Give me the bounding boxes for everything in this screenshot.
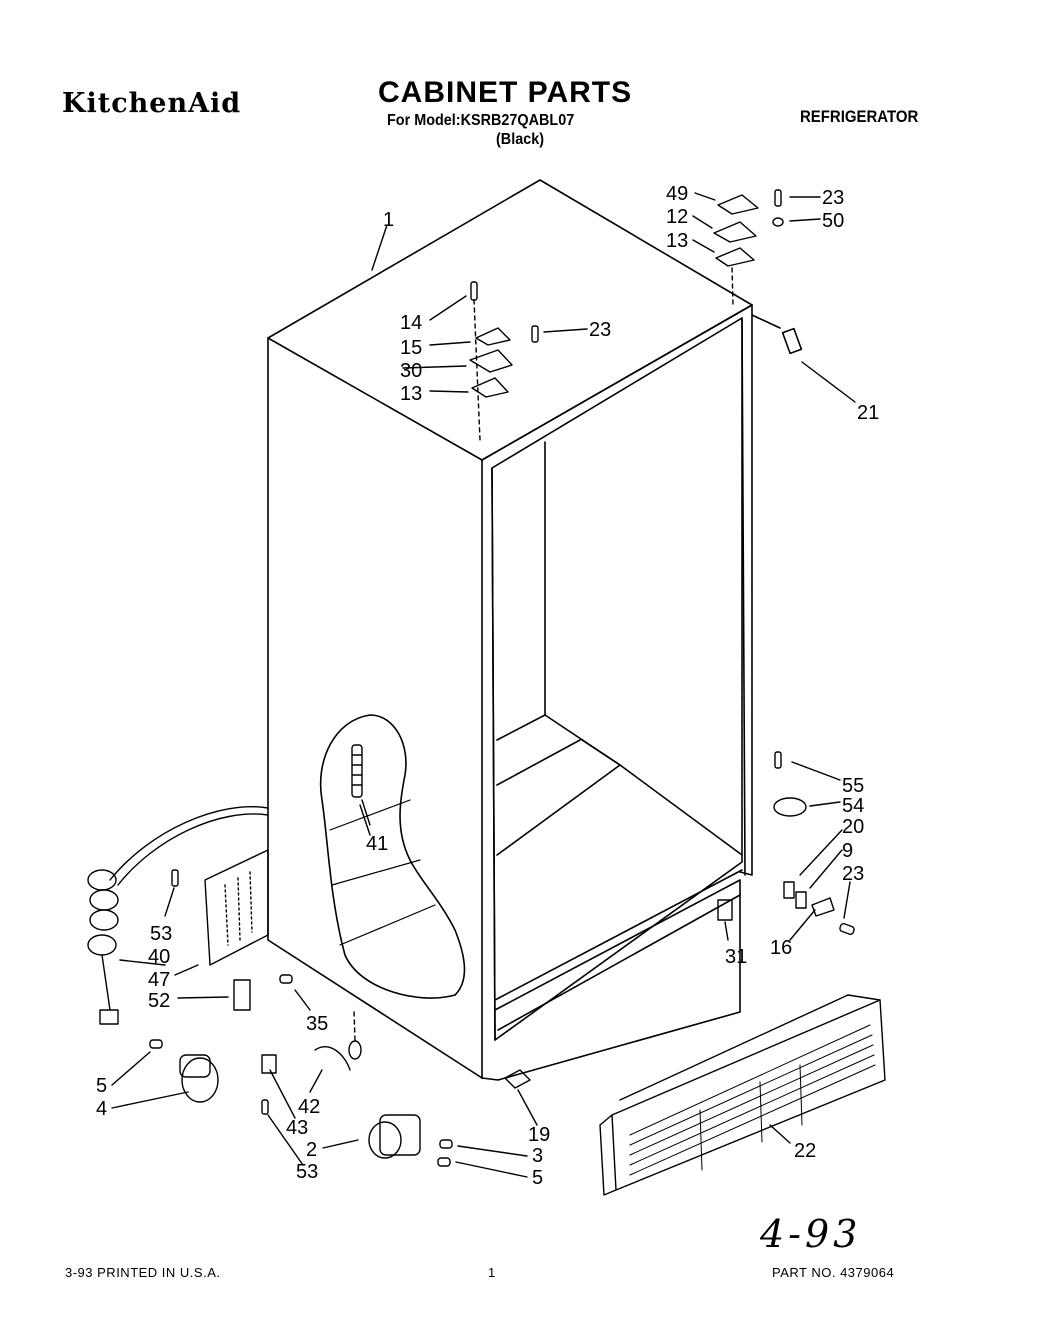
callout-9: 9 [842,840,853,862]
callout-14: 14 [400,312,422,334]
model-line: For Model:KSRB27QABL07 [387,112,575,129]
compressor-mount-left [149,1039,219,1103]
callout-43: 43 [286,1117,308,1139]
callout-53b: 53 [296,1161,318,1183]
callout-23c: 23 [842,863,864,885]
callout-2: 2 [306,1139,317,1161]
callout-23: 23 [822,187,844,209]
callout-30: 30 [400,360,422,382]
callout-35: 35 [306,1013,328,1035]
base-grille [599,994,886,1196]
callout-40: 40 [148,946,170,968]
handwritten-note: 4-93 [760,1212,862,1256]
page-number: 1 [488,1265,496,1280]
callout-41: 41 [366,833,388,855]
callout-5: 5 [96,1075,107,1097]
callout-4: 4 [96,1098,107,1120]
callout-12: 12 [666,206,688,228]
leveler-19 [504,1069,531,1089]
top-hinge-center [469,281,539,441]
callout-49: 49 [666,183,688,205]
part-number: PART NO. 4379064 [772,1265,895,1280]
callout-13: 13 [666,230,688,252]
callout-23b: 23 [589,319,611,341]
callout-31: 31 [725,946,747,968]
callout-20: 20 [842,816,864,838]
relay-bracket [171,849,269,966]
callout-22: 22 [794,1140,816,1162]
leader-lines [111,192,856,1178]
compressor-mount-center [353,1011,453,1167]
callout-42: 42 [298,1096,320,1118]
callout-13b: 13 [400,383,422,405]
callout-54: 54 [842,795,864,817]
callout-50: 50 [822,210,844,232]
tube-42 [261,1040,362,1115]
callout-5b: 5 [532,1167,543,1189]
callout-52: 52 [148,990,170,1012]
lower-right-parts [717,751,855,936]
top-hinge-right [713,189,784,306]
category-label: REFRIGERATOR [800,107,919,126]
callout-16: 16 [770,937,792,959]
power-cord [87,806,269,1025]
callout-21: 21 [857,402,879,424]
brand-logo: KitchenAid [62,88,242,119]
clip-52 [233,974,293,1011]
callout-1: 1 [383,209,394,231]
cutaway-hatching [329,799,436,946]
callout-15: 15 [400,337,422,359]
color-line: (Black) [496,131,545,148]
drain-tube [351,744,371,826]
page-title: CABINET PARTS [378,76,633,109]
callout-55: 55 [842,775,864,797]
callout-labels: 1 49 12 13 23 50 14 15 30 13 23 21 55 54… [96,183,879,1189]
callout-47: 47 [148,969,170,991]
callout-3: 3 [532,1145,543,1167]
cabinet-body [267,179,803,1081]
callout-19: 19 [528,1124,550,1146]
printed-line: 3-93 PRINTED IN U.S.A. [65,1265,221,1280]
insulation-cutaway [319,714,466,999]
callout-53: 53 [150,923,172,945]
